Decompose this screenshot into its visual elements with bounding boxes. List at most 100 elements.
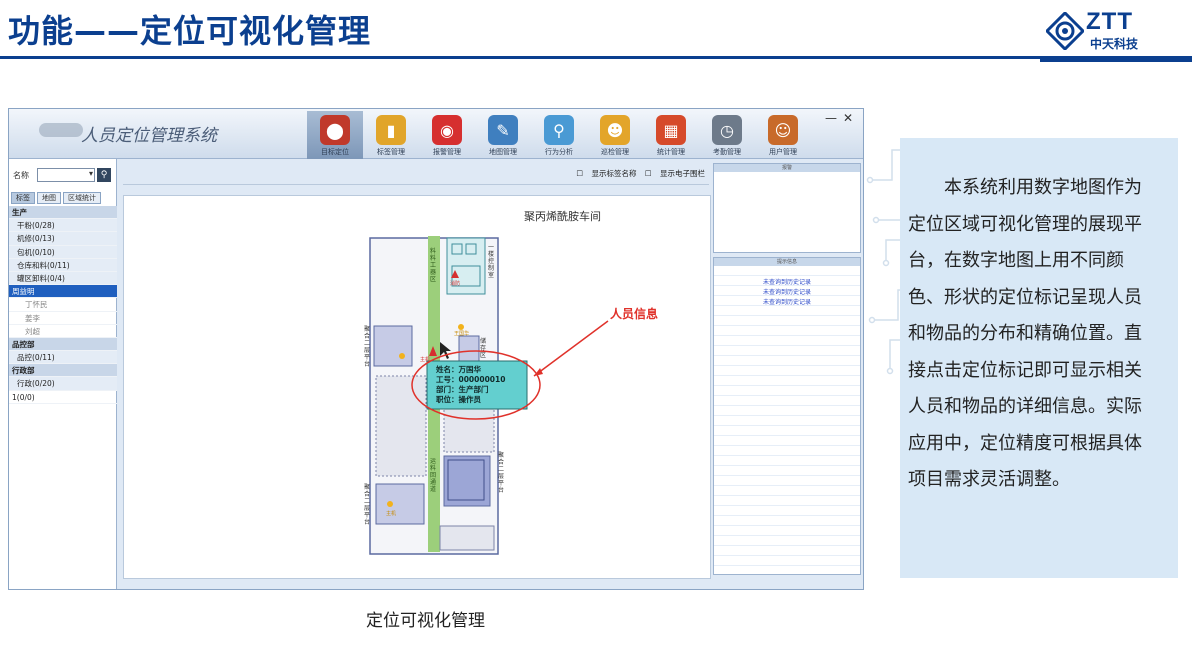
tree-item[interactable]: 行政部 (9, 364, 117, 378)
label-platform-left-lower: 聚合二层平台 (364, 484, 371, 526)
show-tag-name-label: 显示标签名称 (591, 169, 637, 178)
annotation-label: 人员信息 (610, 307, 659, 321)
toolbar-button-label: 标签管理 (377, 148, 405, 156)
show-fence-label: 显示电子围栏 (660, 169, 705, 178)
label-marker-host: 主机 (420, 357, 431, 363)
tree-item[interactable]: 包机(0/10) (9, 245, 117, 259)
map-title: 聚丙烯酰胺车间 (524, 210, 601, 223)
title-divider (0, 56, 1192, 59)
app-title: 人员定位管理系统 (81, 126, 217, 146)
toolbar-button-label: 统计管理 (657, 148, 685, 156)
figure-caption: 定位可视化管理 (366, 611, 485, 631)
person-marker-icon (458, 324, 464, 330)
info-message: 未查询到历史记录 (762, 279, 811, 286)
magnifier-icon: ⚲ (544, 115, 574, 145)
label-storage: 储存区 (480, 338, 487, 359)
tree-item[interactable]: 仓库和料(0/11) (9, 258, 117, 272)
users-icon: ☺ (768, 115, 798, 145)
toolbar-button-5[interactable]: ☻ 巡检管理 (587, 111, 643, 159)
tab-area-stats[interactable]: 区域统计 (63, 192, 101, 204)
label-corridor-top: 料料工器区 (430, 248, 437, 283)
tree-item[interactable]: 干粉(0/28) (9, 219, 117, 233)
description-text: 本系统利用数字地图作为定位区域可视化管理的展现平台，在数字地图上用不同颜色、形状… (908, 177, 1142, 490)
title-divider-accent (1040, 59, 1192, 62)
toolbar-button-8[interactable]: ☺用户管理 (755, 111, 811, 159)
highlight-ellipse (411, 350, 541, 420)
control-room-cell (465, 243, 477, 255)
show-tag-name-checkbox[interactable]: ☐ 显示标签名称 (576, 169, 637, 178)
label-control-room: 一楼控制室 (488, 244, 495, 279)
toolbar-button-6[interactable]: ▦统计管理 (643, 111, 699, 159)
tree-item[interactable]: 品控部 (9, 337, 117, 352)
polymer-block-inner (447, 459, 485, 501)
floor-plan (369, 236, 609, 555)
show-fence-checkbox[interactable]: ☐ 显示电子围栏 (644, 169, 705, 178)
search-icon: ⚲ (100, 170, 108, 180)
info-message: 未查询到历史记录 (762, 289, 811, 296)
tree-item[interactable]: 罐区卸料(0/4) (9, 271, 117, 286)
toolbar-button-label: 巡检管理 (601, 148, 629, 156)
clock-icon: ◷ (712, 115, 742, 145)
toolbar-button-label: 报警管理 (433, 148, 461, 156)
person-info-popup-bg (426, 360, 528, 410)
red-marker-icon (451, 270, 459, 278)
person-marker-icon (387, 501, 393, 507)
map-options: ☐ 显示标签名称 ☐ 显示电子围栏 (570, 168, 705, 179)
tree-item[interactable]: 周益明 (9, 285, 117, 299)
toolbar-button-3[interactable]: ✎地图管理 (475, 111, 531, 159)
tree-item[interactable]: 姜李 (9, 312, 117, 325)
label-platform-left-upper: 聚合二层平台 (364, 326, 371, 368)
logo-brand: ZTT (1086, 8, 1133, 35)
window-controls[interactable]: —✕ (824, 111, 859, 125)
toolbar-button-1[interactable]: ▮标签管理 (363, 111, 419, 159)
ztt-emblem-icon (1046, 12, 1084, 50)
toolbar-button-label: 考勤管理 (713, 148, 741, 156)
map-options-bar: ☐ 显示标签名称 ☐ 显示电子围栏 (123, 163, 709, 185)
app-header: 人员定位管理系统 ⬤ 目标定位 ▮标签管理◉报警管理✎地图管理⚲行为分析 ☻ 巡检管理 ▦… (9, 109, 863, 159)
map-canvas[interactable]: 聚丙烯酰胺车间 (123, 195, 711, 579)
platform-block-lower (375, 483, 425, 525)
toolbar-button-4[interactable]: ⚲行为分析 (531, 111, 587, 159)
tree-item[interactable]: 行政(0/20) (9, 377, 117, 391)
red-pointer-icon (429, 346, 437, 356)
tree-item[interactable]: 1(0/0) (9, 391, 117, 404)
location-pin-icon: ⬤ (320, 115, 350, 145)
search-button[interactable]: ⚲ (97, 168, 111, 182)
info-list: 未查询到历史记录未查询到历史记录未查询到历史记录 (714, 266, 860, 574)
name-combo-input[interactable] (37, 168, 95, 182)
label-corridor-bottom: 运料回通道 (430, 458, 437, 493)
worker-icon: ☻ (600, 115, 630, 145)
tree-item[interactable]: 机修(0/13) (9, 232, 117, 246)
main-toolbar: ⬤ 目标定位 ▮标签管理◉报警管理✎地图管理⚲行为分析 ☻ 巡检管理 ▦统计管理 ◷ 考勤管理… (307, 111, 811, 159)
label-marker-tag: 消防 (450, 281, 461, 287)
tree-item[interactable]: 丁怀民 (9, 298, 117, 312)
label-platform-right: 聚合二层平台 (498, 452, 505, 494)
equipment-area-bottom (439, 525, 495, 551)
toolbar-button-0[interactable]: ⬤ 目标定位 (307, 111, 363, 159)
left-panel: 名称 ⚲ 标签 地图 区域统计 生产干粉(0/28)机修(0/13)包机(0/1… (9, 159, 117, 589)
page-title: 功能——定位可视化管理 (8, 12, 372, 50)
label-marker-host2: 主机 (386, 511, 397, 517)
toolbar-button-7[interactable]: ◷ 考勤管理 (699, 111, 755, 159)
label-marker-person: 王国华 (454, 331, 470, 337)
tab-tags[interactable]: 标签 (11, 192, 35, 204)
toolbar-button-2[interactable]: ◉报警管理 (419, 111, 475, 159)
alarm-panel: 报警 (713, 163, 861, 253)
popup-department: 部门：生产部门 (436, 385, 489, 394)
description-panel: 本系统利用数字地图作为定位区域可视化管理的展现平台，在数字地图上用不同颜色、形状… (900, 138, 1178, 578)
tree-item[interactable]: 品控(0/11) (9, 351, 117, 365)
tab-map[interactable]: 地图 (37, 192, 61, 204)
tree-item[interactable]: 生产 (9, 206, 117, 220)
toolbar-button-label: 目标定位 (321, 148, 349, 156)
arrow-head-icon (534, 368, 543, 376)
control-room-cell (451, 243, 463, 255)
name-label: 名称 (13, 170, 29, 180)
person-info-popup[interactable]: 姓名：万国华 工号：000000010 部门：生产部门 职位：操作员 (436, 365, 528, 405)
app-logo (39, 123, 83, 137)
platform-block-upper (373, 325, 413, 367)
logo-subtitle: 中天科技 (1090, 37, 1139, 51)
tree-item[interactable]: 刘超 (9, 325, 117, 338)
popup-name: 姓名：万国华 (436, 365, 481, 374)
department-tree: 生产干粉(0/28)机修(0/13)包机(0/10)仓库和料(0/11)罐区卸料… (9, 206, 117, 404)
